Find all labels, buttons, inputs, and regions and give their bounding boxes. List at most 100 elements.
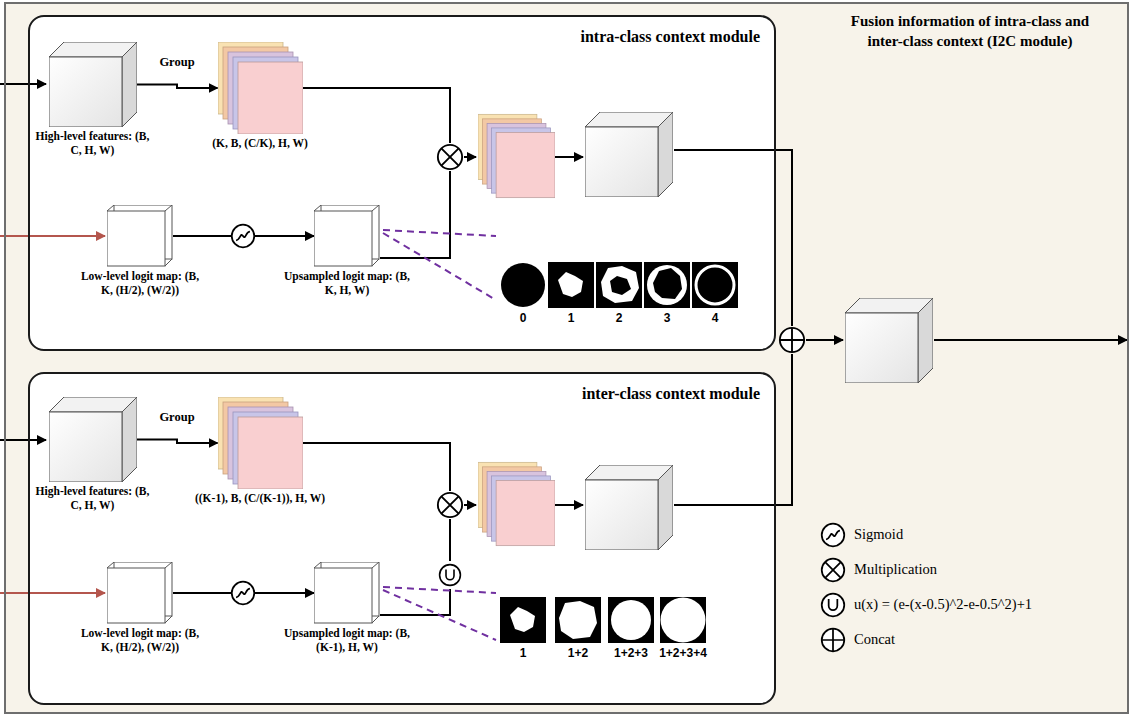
grouped-tensor: (K, B, (C/K), H, W) — [195, 42, 325, 151]
mask-index: 0 — [520, 311, 527, 325]
mask-tile — [500, 597, 546, 643]
mask-tile — [611, 600, 651, 640]
module-title: intra-class context module — [580, 27, 760, 46]
panel-title: Fusion information of intra-class and in… — [835, 12, 1105, 51]
mask-tile — [647, 265, 687, 305]
mask-index: 1+2+3+4 — [659, 646, 707, 660]
concat-symbol — [780, 328, 804, 352]
stack-shape — [218, 397, 303, 489]
module-ground — [28, 372, 776, 705]
logit-map: Upsampled logit map: (B, K, H, W) — [283, 205, 411, 298]
slab-drawing — [314, 562, 379, 623]
tensor-label: Upsampled logit map: (B, (K-1), H, W) — [283, 627, 411, 655]
wire — [555, 156, 583, 158]
tensor-label: Upsampled logit map: (B, K, H, W) — [283, 270, 411, 298]
slab-shape — [314, 205, 380, 267]
wire — [806, 339, 843, 341]
cube-shape — [49, 397, 137, 482]
leader-line — [383, 233, 496, 300]
mask-tile — [500, 262, 546, 308]
cube-drawing — [49, 397, 137, 482]
logit-map: Low-level logit map: (B, K, (H/2), (W/2)… — [80, 562, 200, 655]
mask-tile — [601, 266, 639, 303]
legend-symbol — [822, 594, 845, 617]
wire — [303, 443, 450, 491]
mask-tile — [661, 598, 706, 643]
slab-shape — [107, 205, 173, 267]
tensor-label: High-level features: (B, C, H, W) — [35, 485, 150, 513]
stack-drawing — [218, 42, 303, 134]
feature-cube — [585, 465, 673, 550]
logit-input-arrow — [0, 592, 105, 594]
edge-label: Group — [159, 55, 194, 70]
arrow-connector — [137, 85, 218, 89]
sigmoid-symbol — [232, 225, 255, 248]
wire — [449, 519, 451, 561]
mask-index: 2 — [616, 311, 623, 325]
feature-cube — [585, 112, 673, 197]
mask-tile — [500, 262, 738, 643]
mask-tile — [653, 268, 682, 299]
legend-symbol — [822, 524, 845, 547]
cube-drawing — [49, 42, 137, 127]
module-ground — [28, 15, 776, 351]
mask-tile — [660, 597, 706, 643]
mask-index: 3 — [664, 311, 671, 325]
mask-tile — [548, 262, 594, 308]
union-symbol — [440, 565, 461, 586]
module-title: inter-class context module — [582, 384, 760, 403]
leader-line — [383, 230, 496, 236]
slab-shape — [314, 562, 380, 624]
mask-tile — [644, 262, 690, 308]
multiplication-symbol — [438, 145, 462, 169]
input-arrow — [0, 83, 46, 85]
wire — [303, 88, 450, 143]
stack-shape — [218, 42, 303, 134]
mask-tile — [692, 262, 738, 308]
mask-index: 1 — [568, 311, 575, 325]
slab-drawing — [107, 562, 172, 623]
grouped-tensor: ((K-1), B, (C/(K-1)), H, W) — [180, 397, 340, 506]
legend-entry: Concat — [854, 631, 895, 648]
feature-cube: High-level features: (B, C, H, W) — [35, 397, 150, 513]
mask-tile — [510, 607, 535, 632]
wire — [380, 589, 450, 615]
tensor-stack — [478, 462, 555, 545]
slab-shape — [107, 562, 173, 624]
slab-drawing — [314, 205, 379, 266]
tensor-label: Low-level logit map: (B, K, (H/2), (W/2)… — [80, 627, 200, 655]
wire — [934, 339, 1127, 341]
legend-entry: Multiplication — [854, 561, 937, 578]
feature-cube: High-level features: (B, C, H, W) — [35, 42, 150, 158]
tensor-label: (K, B, (C/K), H, W) — [195, 137, 325, 151]
mask-tile — [558, 272, 583, 297]
stack-drawing — [218, 397, 303, 489]
input-arrow — [0, 439, 46, 441]
feature-cube — [845, 298, 933, 383]
tensor-label: ((K-1), B, (C/(K-1)), H, W) — [180, 492, 340, 506]
wire — [303, 88, 1127, 615]
logit-input-arrow — [0, 235, 105, 237]
mask-tile — [501, 263, 545, 307]
mask-tile — [610, 276, 631, 295]
mask-index: 1+2+3 — [614, 646, 648, 660]
legend-entry: Sigmoid — [854, 526, 903, 543]
wire — [380, 171, 450, 258]
wire — [464, 504, 476, 506]
mask-tile — [559, 601, 597, 639]
mask-tile — [696, 266, 734, 304]
edge-label: Group — [159, 410, 194, 425]
context-module-box: intra-class context moduleHigh-level fea… — [28, 15, 776, 351]
panel-ground — [4, 2, 1129, 714]
logit-map: Upsampled logit map: (B, (K-1), H, W) — [283, 562, 411, 655]
logit-map: Low-level logit map: (B, K, (H/2), (W/2)… — [80, 205, 200, 298]
wire — [555, 504, 583, 506]
legend-entry: u(x) = (e-(x-0.5)^2-e-0.5^2)+1 — [854, 596, 1032, 613]
tensor-label: High-level features: (B, C, H, W) — [35, 130, 150, 158]
mask-index: 1+2 — [568, 646, 588, 660]
mask-tile — [608, 597, 654, 643]
wire — [464, 156, 476, 158]
mask-tile — [555, 597, 601, 643]
tensor-label: Low-level logit map: (B, K, (H/2), (W/2)… — [80, 270, 200, 298]
